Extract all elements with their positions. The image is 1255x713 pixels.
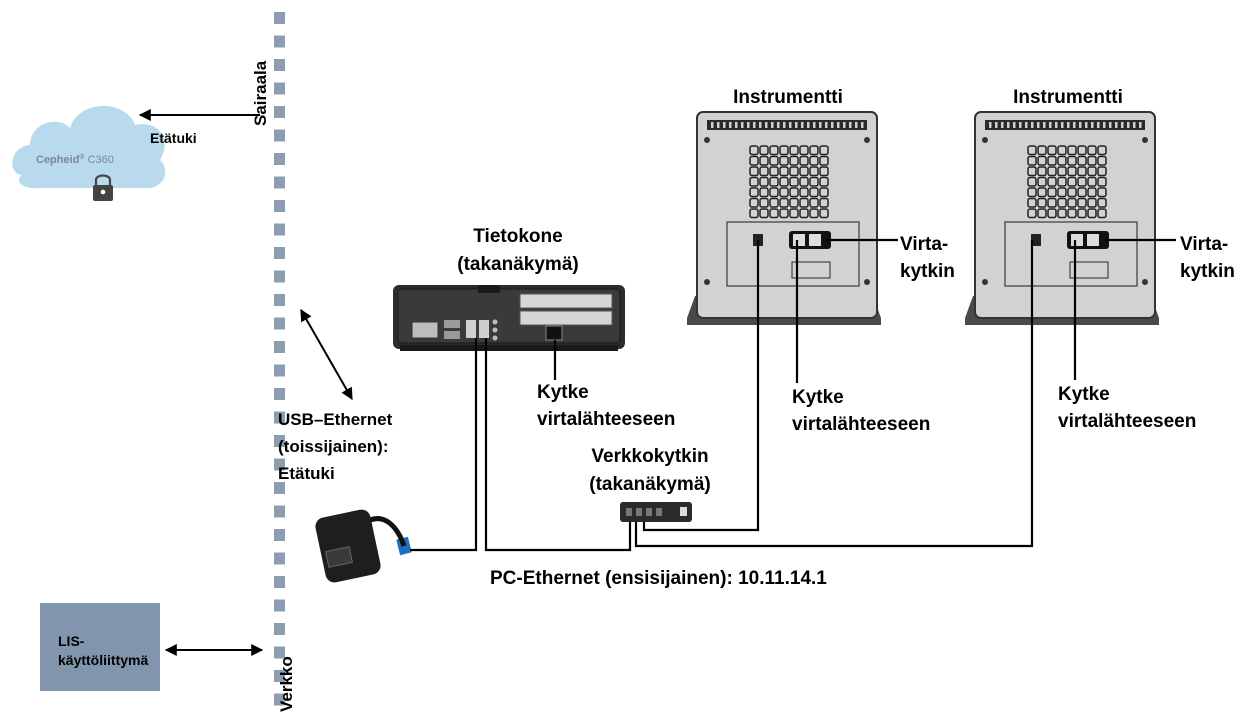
usb-ethernet-label-line3: Etätuki (278, 464, 335, 483)
instrument-right-title: Instrumentti (1013, 87, 1123, 108)
instrument-left-switch-label-line2: kytkin (900, 261, 955, 282)
network-zone-label: Verkko (277, 656, 296, 712)
usb-ethernet-adapter (315, 509, 412, 583)
network-switch-label-line1: Verkkokytkin (591, 446, 708, 467)
network-switch (620, 502, 692, 522)
computer-rear-view (393, 285, 625, 351)
hospital-zone-label: Sairaala (251, 60, 270, 126)
remote-support-label: Etätuki (150, 130, 197, 146)
usb-ethernet-label-line2: (toissijainen): (278, 437, 389, 456)
pc-ethernet-label: PC-Ethernet (ensisijainen): 10.11.14.1 (490, 568, 827, 589)
lock-icon (93, 174, 113, 201)
computer-power-label-line2: virtalähteeseen (537, 409, 675, 430)
usb-ethernet-label-line1: USB–Ethernet (278, 410, 393, 429)
cloud-brand-text: Cepheid®C360 (36, 153, 114, 166)
instrument-right-switch-label-line1: Virta- (1180, 234, 1228, 255)
computer-power-label-line1: Kytke (537, 382, 589, 403)
cepheid-c360-cloud: Cepheid®C360 (12, 105, 166, 201)
lis-label-line1: LIS- (58, 633, 85, 649)
lis-label-line2: käyttöliittymä (58, 652, 148, 668)
computer-label-line1: Tietokone (473, 226, 562, 247)
instrument-right-power-label-line1: Kytke (1058, 384, 1110, 405)
usb-ethernet-arrow (300, 308, 353, 401)
computer-label-line2: (takanäkymä) (457, 254, 578, 275)
instrument-left-power-label-line2: virtalähteeseen (792, 414, 930, 435)
instrument-left-title: Instrumentti (733, 87, 843, 108)
instrument-left-power-label-line1: Kytke (792, 387, 844, 408)
hospital-network-separator (274, 12, 285, 706)
instrument-left-switch-label-line1: Virta- (900, 234, 948, 255)
instrument-right-switch-label-line2: kytkin (1180, 261, 1235, 282)
connection-wires (410, 238, 1176, 552)
instrument-right-power-label-line2: virtalähteeseen (1058, 411, 1196, 432)
network-switch-label-line2: (takanäkymä) (589, 474, 710, 495)
instrument-left (687, 111, 881, 325)
lis-interface-box (40, 603, 160, 691)
instrument-right (965, 111, 1159, 325)
